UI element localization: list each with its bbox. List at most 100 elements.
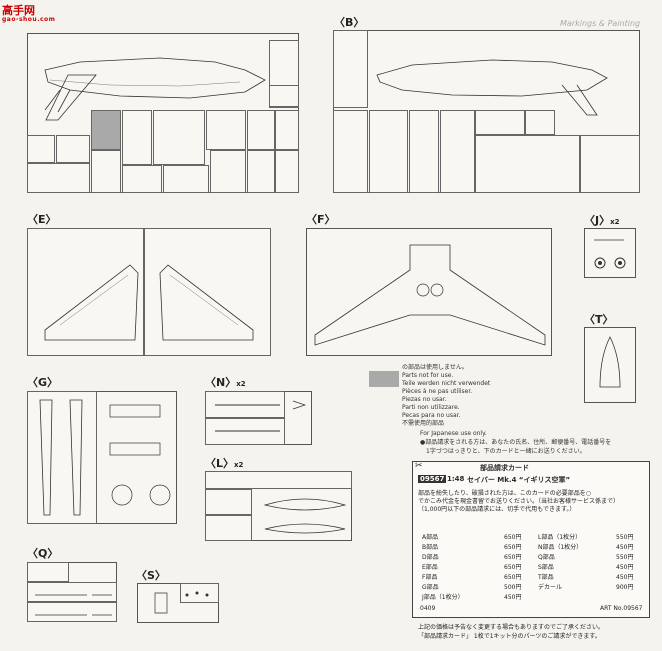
order-note-1: ●部品請求をされる方は、あなたの氏名、住所、郵便番号、電話番号を: [420, 439, 612, 446]
part-cell: [27, 391, 97, 524]
wing-cell-right: [144, 228, 271, 356]
section-t-label: 〈T〉: [584, 313, 614, 326]
card-item-price: 450円: [616, 564, 634, 571]
part-cell: [525, 110, 555, 135]
sprue-t-frame: [584, 327, 636, 403]
card-item-label: N部品（1枚分）: [538, 544, 583, 551]
part-cell: [275, 150, 299, 193]
site-url: gao-shou.com: [2, 16, 56, 23]
card-desc-1: 部品を紛失したり、破損された方は、このカードの必要部品を○: [418, 490, 591, 497]
section-q-label: 〈Q〉: [27, 547, 59, 560]
card-item-price: 650円: [504, 544, 522, 551]
card-desc-2: でかこみ代金を現金書留でお送りください。（当社お客様サービス係まで）: [418, 498, 620, 505]
product-scale: 1:48: [447, 475, 465, 483]
card-title: 部品請求カード: [480, 464, 529, 472]
part-cell: [205, 471, 352, 489]
part-cell: [27, 135, 55, 163]
markings-painting-text: Markings & Painting: [560, 19, 641, 28]
part-cell: [475, 110, 525, 135]
part-cell: [333, 110, 368, 193]
fuselage-half-drawing: [376, 59, 608, 116]
card-desc-3: （1,000円以下の部品請求には、切手で代用もできます。）: [418, 506, 576, 513]
drop-tank-drawing: [39, 399, 83, 516]
card-item-label: E部品: [422, 564, 438, 571]
card-item-price: 900円: [616, 584, 634, 591]
part-cell: [27, 582, 117, 602]
japanese-use-only: For Japanese use only.: [420, 430, 487, 437]
product-code: 09567: [418, 475, 447, 483]
parts-order-card: [412, 461, 650, 618]
order-note-2: 1字づつはっきりと、下のカードと一緒にお送りください。: [426, 448, 586, 455]
section-j-label: 〈J〉x2: [584, 214, 620, 227]
part-cell: [210, 150, 246, 193]
bottom-note-2: 「部品請求カード」 1枚で1キット分のパーツのご請求ができます。: [418, 633, 601, 640]
part-cell: [122, 165, 162, 193]
wing-cell-left: [27, 228, 144, 356]
part-cell: [153, 110, 205, 165]
card-item-price: 650円: [504, 574, 522, 581]
missile-parts-drawing: [35, 594, 112, 616]
part-cell: [269, 85, 299, 107]
card-item-price: 450円: [616, 544, 634, 551]
part-cell: [163, 165, 209, 193]
part-cell: [27, 562, 69, 582]
part-cell: [205, 391, 285, 418]
part-cell: [275, 110, 299, 150]
card-item-price: 550円: [616, 534, 634, 541]
intake-parts-drawing: [109, 404, 171, 506]
tail-fin-drawing: [45, 74, 97, 121]
section-b-label: 〈B〉: [334, 16, 365, 29]
card-item-label: T部品: [538, 574, 554, 581]
part-cell: [409, 110, 439, 193]
section-n-label: 〈N〉x2: [205, 376, 246, 389]
section-l-label: 〈L〉x2: [205, 457, 244, 470]
section-e-label: 〈E〉: [27, 213, 57, 226]
bottom-note-1: 上記の価格は予告なく変更する場合もありますのでご了承ください。: [418, 624, 605, 631]
section-f-label: 〈F〉: [306, 213, 336, 226]
product-name: セイバー Mk.4 “イギリス空軍”: [467, 476, 571, 484]
card-item-label: F部品: [422, 574, 438, 581]
card-footer-left: 0409: [420, 605, 436, 612]
part-cell: [205, 515, 252, 541]
section-s-label: 〈S〉: [136, 569, 166, 582]
part-cell: [27, 163, 90, 193]
part-cell: [247, 150, 275, 193]
part-cell: [247, 110, 275, 150]
card-item-price: 450円: [504, 594, 522, 601]
part-cell: [475, 135, 580, 193]
sprue-j-frame: [584, 228, 636, 278]
card-item-price: 650円: [504, 554, 522, 561]
part-cell: [440, 110, 475, 193]
rocket-parts-drawing: [215, 400, 307, 432]
scissors-icon: ✂: [415, 461, 423, 471]
seat-parts-drawing: [154, 591, 209, 614]
not-used-swatch: [369, 371, 399, 387]
pylon-parts-drawing: [263, 498, 347, 534]
wheel-parts-drawing: [594, 239, 626, 269]
card-item-label: Q部品: [538, 554, 555, 561]
lower-wing-drawing: [314, 244, 546, 346]
card-footer-right: ART No.09567: [600, 605, 643, 612]
card-item-label: L部品（1枚分）: [538, 534, 582, 541]
not-used-legend: の部品は使用しません。 Parts not for use. Teile wer…: [402, 364, 491, 427]
card-item-label: B部品: [422, 544, 439, 551]
part-cell: [91, 150, 121, 193]
part-cell: [205, 489, 252, 515]
wing-left-drawing: [44, 264, 139, 341]
part-cell: [205, 418, 285, 445]
card-item-label: A部品: [422, 534, 439, 541]
part-cell: [180, 583, 219, 603]
part-not-used-cell: [91, 110, 121, 150]
section-g-label: 〈G〉: [27, 376, 59, 389]
wing-right-drawing: [159, 264, 254, 341]
part-cell: [369, 110, 408, 193]
card-item-label: J部品（1枚分）: [422, 594, 464, 601]
card-item-price: 450円: [616, 574, 634, 581]
card-item-price: 650円: [504, 564, 522, 571]
part-cell: [27, 602, 117, 622]
part-cell: [56, 135, 90, 163]
card-item-label: S部品: [538, 564, 554, 571]
part-cell: [206, 110, 246, 150]
card-item-label: G部品: [422, 584, 439, 591]
site-logo: 高手网: [2, 4, 35, 17]
